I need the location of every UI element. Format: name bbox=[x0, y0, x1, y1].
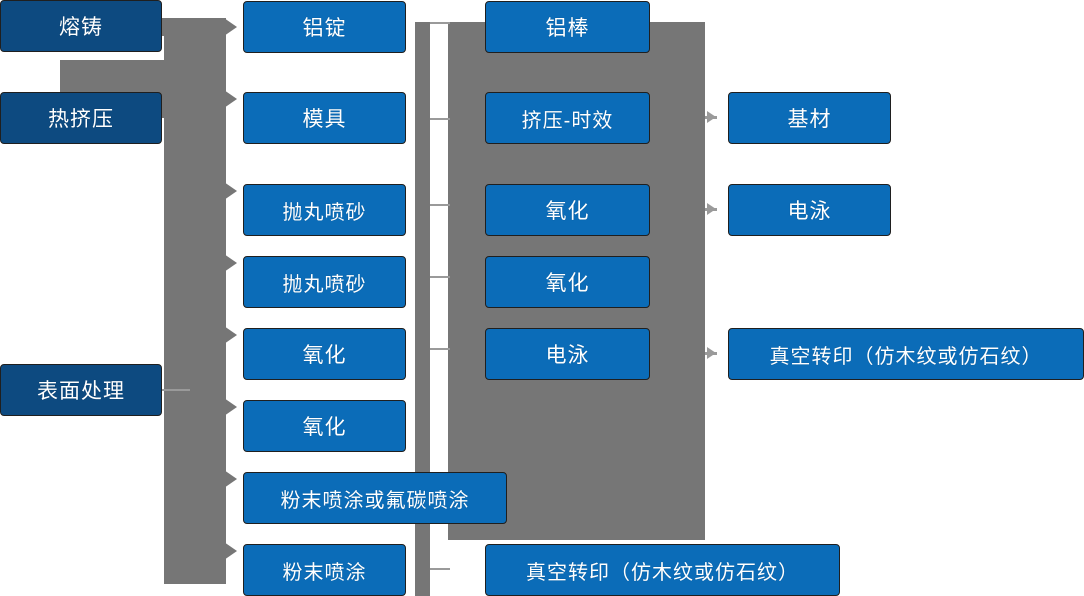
node-stage-biaomianchuli[interactable]: 表面处理 bbox=[0, 364, 165, 419]
rung-c2-0 bbox=[430, 22, 450, 24]
node-label: 抛丸喷砂 bbox=[282, 201, 367, 224]
node-label: 抛丸喷砂 bbox=[282, 273, 367, 296]
node-treatment-yanghua-1[interactable]: 氧化 bbox=[485, 184, 653, 239]
node-product-dianyong[interactable]: 电泳 bbox=[728, 184, 894, 239]
node-process-paowanpensha-2[interactable]: 抛丸喷砂 bbox=[243, 256, 409, 311]
arrow-to-c2-6 bbox=[224, 470, 237, 488]
rung-c2-1 bbox=[430, 118, 450, 120]
rung-c2-4 bbox=[430, 348, 450, 350]
node-stage-rejiya[interactable]: 热挤压 bbox=[0, 92, 165, 147]
node-label: 挤压-时效 bbox=[521, 109, 614, 132]
node-label: 粉末喷涂 bbox=[282, 561, 367, 584]
node-treatment-zhenkongzhuanyin[interactable]: 真空转印（仿木纹或仿石纹） bbox=[485, 544, 843, 596]
rung-c2-2 bbox=[430, 204, 450, 206]
node-label: 氧化 bbox=[302, 344, 347, 367]
arrow-to-c4-2 bbox=[707, 347, 716, 359]
node-label: 铝锭 bbox=[302, 17, 347, 40]
node-process-yanghua-2[interactable]: 氧化 bbox=[243, 400, 409, 455]
node-label: 电泳 bbox=[787, 200, 832, 223]
node-treatment-lubang[interactable]: 铝棒 bbox=[485, 1, 653, 56]
node-label: 真空转印（仿木纹或仿石纹） bbox=[769, 345, 1043, 368]
node-treatment-jiya-shixiao[interactable]: 挤压-时效 bbox=[485, 92, 653, 147]
rung-c2-3 bbox=[430, 276, 450, 278]
arrow-to-c2-7 bbox=[224, 542, 237, 560]
connector-stage-vertical-bar bbox=[164, 18, 226, 584]
node-treatment-dianyong[interactable]: 电泳 bbox=[485, 328, 653, 383]
node-label: 熔铸 bbox=[59, 16, 103, 39]
arrow-to-c4-0 bbox=[707, 111, 716, 123]
connector-surface-treatment-stub bbox=[160, 389, 190, 391]
node-label: 基材 bbox=[787, 108, 832, 131]
arrow-to-c2-2 bbox=[224, 182, 237, 200]
node-process-fenmopentu[interactable]: 粉末喷涂 bbox=[243, 544, 409, 596]
node-label: 真空转印（仿木纹或仿石纹） bbox=[526, 561, 799, 584]
arrow-to-c2-0 bbox=[224, 18, 237, 36]
node-stage-rongzhu[interactable]: 熔铸 bbox=[0, 0, 165, 55]
node-process-ludin[interactable]: 铝锭 bbox=[243, 1, 409, 56]
node-treatment-yanghua-2[interactable]: 氧化 bbox=[485, 256, 653, 311]
rung-c2-7 bbox=[430, 568, 450, 570]
node-label: 氧化 bbox=[302, 416, 347, 439]
connector-mid-bar-left bbox=[415, 22, 430, 596]
arrow-to-c4-1 bbox=[707, 203, 716, 215]
node-label: 氧化 bbox=[545, 200, 590, 223]
arrow-to-c2-4 bbox=[224, 326, 237, 344]
node-label: 表面处理 bbox=[37, 380, 125, 403]
node-product-zhenkongzhuanyin[interactable]: 真空转印（仿木纹或仿石纹） bbox=[728, 328, 1084, 383]
node-label: 铝棒 bbox=[545, 17, 590, 40]
node-label: 模具 bbox=[302, 108, 347, 131]
node-process-fenmopentu-or-futan[interactable]: 粉末喷涂或氟碳喷涂 bbox=[243, 472, 510, 527]
arrow-to-c2-1 bbox=[224, 90, 237, 108]
node-process-muju[interactable]: 模具 bbox=[243, 92, 409, 147]
node-label: 电泳 bbox=[545, 344, 590, 367]
node-product-jicai[interactable]: 基材 bbox=[728, 92, 894, 147]
node-label: 粉末喷涂或氟碳喷涂 bbox=[280, 489, 470, 512]
node-label: 氧化 bbox=[545, 272, 590, 295]
arrow-to-c2-3 bbox=[224, 254, 237, 272]
arrow-to-c2-5 bbox=[224, 398, 237, 416]
node-process-paowanpensha-1[interactable]: 抛丸喷砂 bbox=[243, 184, 409, 239]
node-label: 热挤压 bbox=[48, 108, 114, 131]
node-process-yanghua-1[interactable]: 氧化 bbox=[243, 328, 409, 383]
